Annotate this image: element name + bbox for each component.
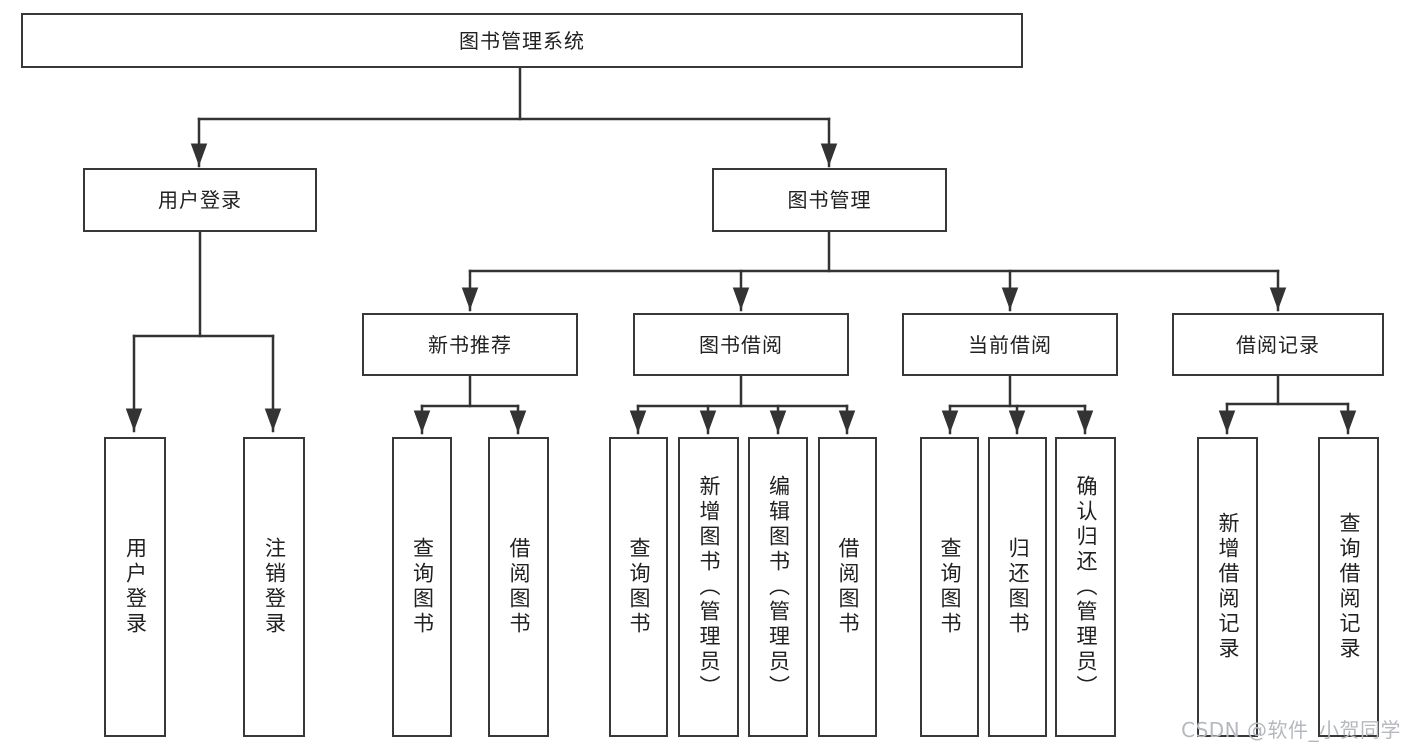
node-user-login-branch: 用户登录 bbox=[83, 168, 317, 232]
node-current-borrow: 当前借阅 bbox=[902, 313, 1118, 376]
node-root: 图书管理系统 bbox=[21, 13, 1023, 68]
leaf-user-login: 用户登录 bbox=[104, 437, 166, 737]
leaf-add-borrow-record: 新增借阅记录 bbox=[1197, 437, 1258, 737]
leaf-borrow-books-1: 借阅图书 bbox=[488, 437, 549, 737]
leaf-query-borrow-record: 查询借阅记录 bbox=[1318, 437, 1379, 737]
leaf-borrow-books-2: 借阅图书 bbox=[818, 437, 877, 737]
leaf-add-book-admin: 新增图书（管理员） bbox=[678, 437, 739, 737]
watermark-text: CSDN @软件_小贺同学 bbox=[1181, 718, 1401, 742]
node-book-management: 图书管理 bbox=[712, 168, 947, 232]
leaf-logout: 注销登录 bbox=[243, 437, 305, 737]
leaf-query-books-3: 查询图书 bbox=[920, 437, 979, 737]
leaf-return-books: 归还图书 bbox=[988, 437, 1047, 737]
node-book-borrow: 图书借阅 bbox=[633, 313, 849, 376]
leaf-confirm-return-admin: 确认归还（管理员） bbox=[1055, 437, 1116, 737]
node-borrow-records: 借阅记录 bbox=[1172, 313, 1384, 376]
leaf-query-books-2: 查询图书 bbox=[609, 437, 668, 737]
leaf-edit-book-admin: 编辑图书（管理员） bbox=[748, 437, 808, 737]
leaf-query-books-1: 查询图书 bbox=[392, 437, 452, 737]
node-new-book-recommend: 新书推荐 bbox=[362, 313, 578, 376]
